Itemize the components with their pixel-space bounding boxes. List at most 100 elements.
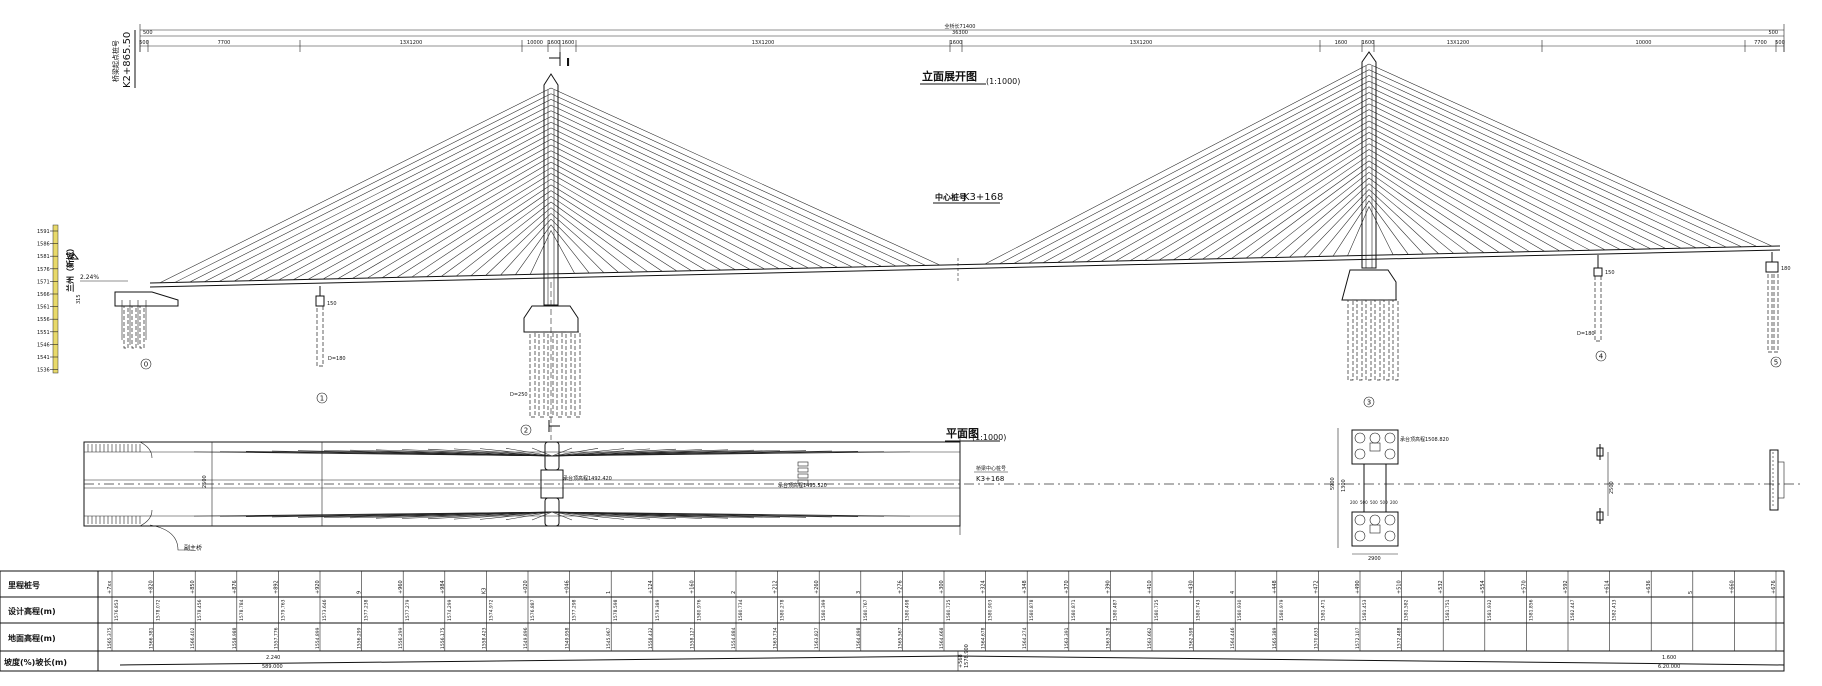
section-mark-label: I [566, 56, 570, 69]
start-station: 桥梁起点桩号 K2+865.50 [111, 30, 136, 88]
ground-elev-cell: 1572.107 [1355, 627, 1361, 649]
design-elev-cell: 1577.238 [364, 599, 370, 621]
station-cell: 2 [731, 591, 737, 594]
design-elev-cell: 1580.767 [863, 599, 869, 621]
design-elev-cell: 1578.784 [239, 599, 245, 621]
grade-mid2: 1578.900 [964, 644, 970, 668]
station-cell: +820 [149, 580, 155, 594]
station-cell: +472 [1313, 580, 1319, 594]
dim-sub: 36300 [952, 30, 968, 36]
detail-width: 2900 [1368, 556, 1381, 562]
grade-right-len: 6.20.000 [1658, 664, 1680, 670]
design-elev-cell: 1578.598 [613, 599, 619, 621]
ground-elev-cell: 1554.899 [315, 627, 321, 649]
ground-elev-cell: 1566.381 [149, 627, 155, 649]
pier-label: 3 [1367, 399, 1371, 407]
direction-label: 兰州（新城） [65, 244, 75, 292]
elevation-scale-tick: 1536 [37, 368, 50, 374]
plan-view: 平面图 (1:1000) 2500 副主桥 承台顶高程1492.420 承台顶高… [83, 427, 1800, 562]
pile-groups [123, 271, 1779, 418]
ground-elev-cell: 1556.299 [357, 627, 363, 649]
station-cell: +348 [1022, 580, 1028, 594]
abutment-left: 2.24% 315 [76, 274, 179, 345]
station-cell: +660 [1729, 580, 1735, 594]
design-elev-cell: 1581.582 [1404, 599, 1410, 621]
ground-elev-cell: 1558.423 [481, 627, 487, 649]
abutment-height: 315 [76, 294, 82, 304]
design-elev-cell: 1581.471 [1320, 599, 1326, 621]
elevation-scale-tick: 1561 [37, 305, 50, 311]
grade-mid: +568 [958, 654, 964, 668]
dimension-segment-label: 1600 [950, 40, 963, 46]
pylon-right [1341, 51, 1397, 301]
station-cell: +532 [1438, 580, 1444, 594]
plan-pylon-elev: 承台顶高程1492.420 [563, 475, 612, 482]
direction-indicator: 兰州（新城） [65, 244, 80, 292]
dimension-segment-label: 500 [1775, 40, 1785, 46]
ground-elev-cell: 1564.898 [856, 627, 862, 649]
ground-elev-cell: 1563.662 [1147, 627, 1153, 649]
ground-elev-cell: 1549.896 [523, 627, 529, 649]
design-elev-cell: 1578.456 [197, 599, 203, 621]
pier-5: 180 [1765, 252, 1791, 273]
plan-scale-text: (1:1000) [972, 433, 1006, 442]
row-label-design: 设计高程(m) [8, 606, 56, 616]
station-cell: +212 [773, 580, 779, 594]
station-cell: +984 [440, 580, 446, 594]
plan-mid-elev: 承台顶高程1493.520 [778, 482, 827, 489]
elevation-scale-tick: 1591 [37, 229, 50, 235]
design-elev-cell: 1574.972 [488, 599, 494, 621]
station-cell: +260 [814, 580, 820, 594]
station-cell: +636 [1646, 580, 1652, 594]
center-station-value: K3+168 [963, 192, 1003, 203]
ground-elev-cell: 1554.884 [731, 627, 737, 649]
pier-4-cap: 150 [1605, 270, 1615, 276]
dimension-segment-label: 7700 [1754, 40, 1767, 46]
elevation-scale-tick: 1546 [37, 342, 50, 348]
detail-dim-label: 200 [1350, 500, 1358, 505]
ground-elev-cell: 1562.598 [1189, 627, 1195, 649]
design-elev-cell: 1573.646 [322, 599, 328, 621]
ground-elev-cell: 1570.633 [1313, 627, 1319, 649]
elevation-scale-tick: 1566 [37, 292, 50, 298]
detail-right-elev: 承台顶高程1508.820 [1400, 436, 1449, 443]
pier-1-dia: D=180 [328, 356, 346, 362]
elevation-scale-text: (1:1000) [986, 77, 1020, 86]
abutment-right-plan [1769, 449, 1785, 511]
elevation-scale-tick: 1581 [37, 254, 50, 260]
design-elev-cell: 1580.930 [1237, 599, 1243, 621]
ground-elev-cell: 1564.668 [939, 627, 945, 649]
detail-gap: 1300 [1341, 479, 1347, 492]
design-elev-cell: 1580.498 [904, 599, 910, 621]
ground-elev-cell: 1557.776 [273, 627, 279, 649]
design-elev-cell: 1580.278 [780, 599, 786, 621]
design-elev-cell: 1579.389 [655, 599, 661, 621]
dim-total: 全桥长71400 [945, 23, 976, 30]
ground-elev-cell: 1563.734 [773, 627, 779, 649]
pier-4-plan-w: 2500 [1609, 481, 1615, 494]
station-cell: +850 [190, 580, 196, 594]
station-cell: +390 [1105, 580, 1111, 594]
detail-dim-label: 500 [1380, 500, 1388, 505]
dimension-segment-label: 13X1200 [400, 40, 423, 46]
station-cell: 1 [606, 591, 612, 594]
dimension-segment-label: 13X1200 [1447, 40, 1470, 46]
design-elev-cell: 1574.299 [447, 599, 453, 621]
ground-elev-cell: 1565.567 [897, 627, 903, 649]
design-elev-cell: 1580.878 [1029, 599, 1035, 621]
abutment-grade: 2.24% [80, 274, 99, 281]
detail-dim-label: 500 [1370, 500, 1378, 505]
dimension-segment-label: 500 [139, 40, 149, 46]
station-cell: +324 [981, 580, 987, 594]
pier-label: 5 [1774, 359, 1778, 367]
profile-table: 里程桩号 设计高程(m) 地面高程(m) 坡度(%)坡长(m) +7xx1576… [0, 570, 1785, 672]
ground-elev-cell: 1564.274 [1022, 627, 1028, 649]
station-cell: +490 [1355, 580, 1361, 594]
design-elev-cell: 1582.447 [1570, 599, 1576, 621]
station-cell: 3 [856, 591, 862, 594]
design-elev-cell: 1576.887 [530, 599, 536, 621]
ground-elev-cell: 1563.391 [1064, 627, 1070, 649]
plan-center-label: 桥梁中心桩号 [976, 465, 1006, 472]
pier-5-cap: 180 [1781, 266, 1791, 272]
design-elev-cell: 1580.725 [946, 599, 952, 621]
